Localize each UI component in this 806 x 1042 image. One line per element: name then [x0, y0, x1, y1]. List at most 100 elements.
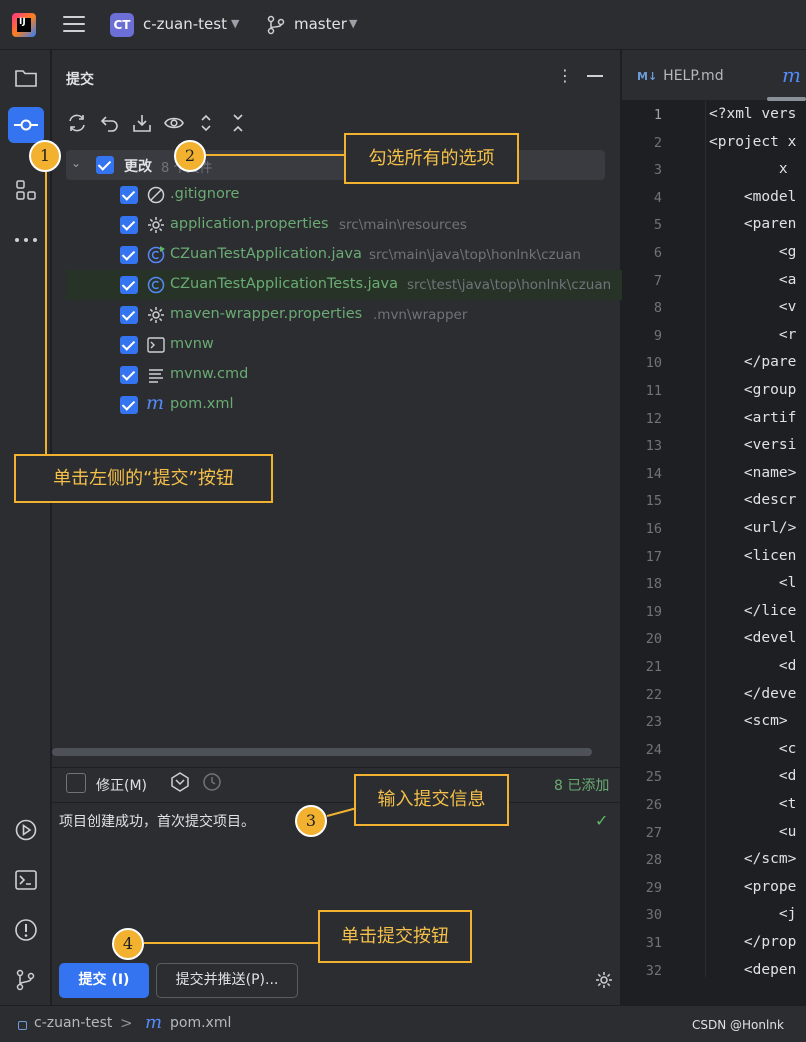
expand-all-icon[interactable]: [195, 112, 217, 134]
code-line[interactable]: <a: [709, 271, 797, 288]
more-options-icon[interactable]: ⋮: [557, 66, 573, 85]
code-line[interactable]: <licen: [709, 547, 797, 564]
file-checkbox[interactable]: [120, 186, 138, 204]
code-line[interactable]: <d: [709, 768, 797, 785]
file-path: .mvn\wrapper: [373, 307, 468, 323]
horizontal-scrollbar[interactable]: [52, 748, 592, 756]
code-line[interactable]: x: [709, 161, 788, 178]
git-icon[interactable]: [8, 962, 44, 998]
file-checkbox[interactable]: [120, 336, 138, 354]
code-line[interactable]: <depen: [709, 961, 797, 977]
code-line[interactable]: <paren: [709, 216, 797, 233]
file-name: .gitignore: [170, 186, 240, 202]
minimize-icon[interactable]: [587, 75, 603, 77]
file-checkbox[interactable]: [120, 276, 138, 294]
code-line[interactable]: <c: [709, 740, 797, 757]
amend-label[interactable]: 修正(M): [96, 778, 148, 794]
amend-checkbox[interactable]: [66, 773, 86, 793]
tab-label: HELP.md: [663, 68, 724, 84]
file-checkbox[interactable]: [120, 246, 138, 264]
file-row[interactable]: .gitignore: [66, 180, 622, 210]
file-checkbox[interactable]: [120, 396, 138, 414]
code-area[interactable]: <?xml vers<project x x <model <paren <g …: [706, 101, 806, 977]
breadcrumb-file[interactable]: pom.xml: [170, 1015, 232, 1031]
annotation-leader-4: [144, 942, 319, 944]
code-line[interactable]: <v: [709, 299, 797, 316]
file-checkbox[interactable]: [120, 216, 138, 234]
annotation-4-badge: 4: [112, 928, 144, 960]
code-line[interactable]: </prop: [709, 934, 797, 950]
tab-help-md[interactable]: M↓HELP.md: [637, 68, 724, 84]
services-icon[interactable]: [8, 812, 44, 848]
maven-icon: m: [145, 1012, 163, 1033]
line-number: 30: [645, 907, 662, 924]
rollback-icon[interactable]: [99, 112, 121, 134]
chevron-down-icon[interactable]: ▼: [231, 17, 240, 30]
settings-gear-icon[interactable]: [594, 970, 614, 990]
intellij-logo-icon[interactable]: IJ: [12, 13, 36, 37]
title-bar: IJ CT c-zuan-test ▼ master ▼: [0, 0, 806, 50]
code-line[interactable]: <devel: [709, 630, 797, 647]
clock-history-icon[interactable]: [202, 772, 222, 792]
project-name[interactable]: c-zuan-test: [143, 15, 227, 33]
code-line[interactable]: <name>: [709, 464, 797, 481]
code-line[interactable]: <j: [709, 906, 797, 923]
code-line[interactable]: <url/>: [709, 520, 797, 536]
refresh-icon[interactable]: [66, 112, 88, 134]
file-row[interactable]: mvnw: [66, 330, 622, 360]
file-row[interactable]: m pom.xml: [66, 390, 622, 420]
breadcrumb-project[interactable]: c-zuan-test: [34, 1015, 113, 1031]
more-tools-icon[interactable]: [8, 222, 44, 258]
code-line[interactable]: </deve: [709, 685, 797, 702]
code-line[interactable]: <?xml vers: [709, 106, 797, 122]
commit-button[interactable]: 提交 (I): [59, 963, 149, 998]
changes-group-checkbox[interactable]: [96, 156, 114, 174]
main-menu-icon[interactable]: [63, 16, 85, 34]
commit-and-push-button[interactable]: 提交并推送(P)...: [156, 963, 298, 998]
code-line[interactable]: <l: [709, 575, 797, 592]
code-line[interactable]: <g: [709, 244, 797, 260]
show-diff-eye-icon[interactable]: [163, 112, 185, 134]
collapse-all-icon[interactable]: [227, 112, 249, 134]
file-row[interactable]: maven-wrapper.properties .mvn\wrapper: [66, 300, 622, 330]
structure-icon[interactable]: [8, 172, 44, 208]
code-line[interactable]: <project x: [709, 133, 797, 150]
code-line[interactable]: <descr: [709, 492, 797, 509]
terminal-icon[interactable]: [8, 862, 44, 898]
project-badge[interactable]: CT: [110, 13, 134, 37]
chevron-down-icon[interactable]: ⌄: [71, 156, 82, 170]
code-line[interactable]: </scm>: [709, 851, 797, 868]
code-line[interactable]: <scm>: [709, 713, 788, 730]
file-row[interactable]: mvnw.cmd: [66, 360, 622, 390]
code-line[interactable]: <model: [709, 188, 797, 205]
chevron-down-icon[interactable]: ▼: [349, 17, 358, 30]
file-row[interactable]: CZuanTestApplication.java src\main\java\…: [66, 240, 622, 270]
code-line[interactable]: </lice: [709, 602, 797, 619]
problems-icon[interactable]: [8, 912, 44, 948]
commit-message-input[interactable]: 项目创建成功，首次提交项目。: [59, 814, 255, 830]
code-line[interactable]: <group: [709, 382, 797, 398]
tab-pom-xml[interactable]: m: [782, 63, 801, 87]
file-row[interactable]: application.properties src\main\resource…: [66, 210, 622, 240]
code-line[interactable]: <t: [709, 796, 797, 812]
code-line[interactable]: <artif: [709, 409, 797, 426]
ai-assistant-icon[interactable]: [169, 771, 191, 793]
code-line[interactable]: </pare: [709, 354, 797, 371]
line-number: 29: [645, 879, 662, 896]
code-line[interactable]: <prope: [709, 878, 797, 895]
file-checkbox[interactable]: [120, 306, 138, 324]
code-line[interactable]: <versi: [709, 437, 797, 454]
code-line[interactable]: <u: [709, 823, 797, 840]
file-checkbox[interactable]: [120, 366, 138, 384]
gear-icon: [148, 307, 164, 323]
commit-tool-icon[interactable]: [8, 107, 44, 143]
project-folder-icon[interactable]: [8, 60, 44, 96]
shelve-icon[interactable]: [131, 112, 153, 134]
branch-name[interactable]: master: [294, 15, 347, 33]
divider: [52, 767, 621, 768]
file-row[interactable]: CZuanTestApplicationTests.java src\test\…: [66, 270, 622, 300]
code-line[interactable]: <d: [709, 658, 797, 674]
git-branch-icon[interactable]: [266, 14, 286, 36]
java-run-class-icon: [147, 246, 165, 264]
code-line[interactable]: <r: [709, 326, 797, 343]
